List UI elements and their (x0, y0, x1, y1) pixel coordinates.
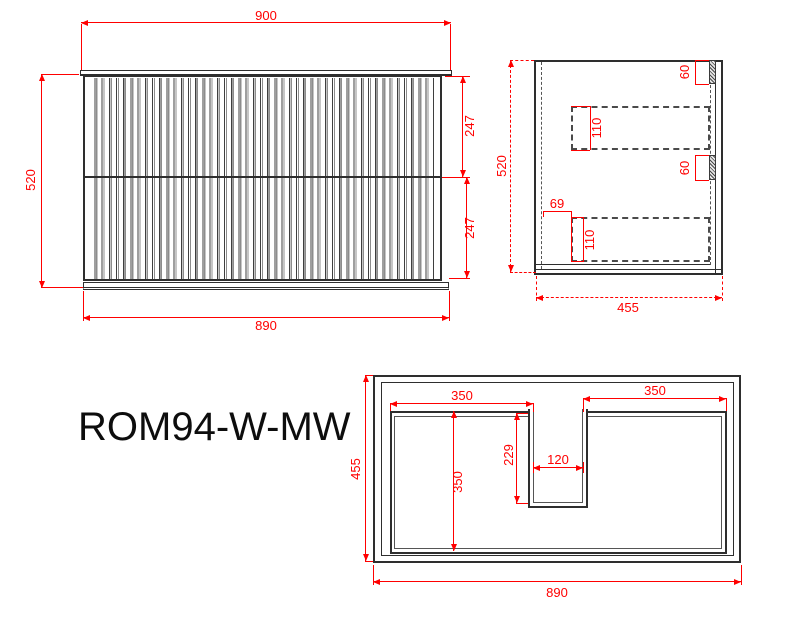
plan-notch-outer (528, 409, 588, 508)
dim-ext (41, 74, 79, 75)
dim-side-110b-line (583, 217, 584, 262)
dim-ext (695, 84, 709, 85)
dim-front-900-line (81, 20, 451, 26)
dim-ext (571, 211, 572, 262)
front-flutes-texture (91, 78, 434, 279)
plan-notch-inner (533, 409, 583, 503)
side-drawer-lower-hidden (571, 217, 710, 262)
dim-ext (390, 403, 391, 411)
side-rail-lower (709, 155, 716, 180)
dim-side-520-label: 520 (494, 155, 509, 177)
dim-ext (726, 398, 727, 411)
side-bottom-edge (534, 273, 723, 275)
dim-plan-350L-line (390, 401, 533, 407)
dim-plan-350V-label: 350 (450, 471, 465, 493)
dim-ext (449, 291, 450, 321)
dim-side-110b-label: 110 (582, 229, 597, 251)
dim-ext (510, 60, 534, 61)
dim-ext (41, 287, 83, 288)
dim-side-455-line (536, 295, 722, 301)
model-code-label: ROM94-W-MW (78, 405, 351, 449)
dim-side-60b-line (695, 155, 696, 180)
dim-side-60a-line (695, 60, 696, 84)
dim-front-520-label: 520 (23, 169, 38, 191)
dim-ext (533, 462, 534, 473)
dim-front-247b-label: 247 (462, 217, 477, 239)
dim-plan-229-label: 229 (501, 444, 516, 466)
dim-plan-350L-label: 350 (451, 388, 473, 403)
side-rail-upper (709, 60, 716, 84)
dim-ext (83, 291, 84, 321)
dim-plan-455-line (363, 375, 369, 561)
dim-ext (516, 413, 528, 414)
dim-front-900-label: 900 (255, 8, 277, 23)
dim-ext (81, 24, 82, 70)
side-front-hidden-line (541, 62, 542, 269)
dim-ext (373, 565, 374, 585)
dim-plan-890-line (373, 579, 741, 585)
dim-plan-455-label: 455 (348, 458, 363, 480)
dim-side-110a-line (590, 106, 591, 150)
dim-ext (571, 217, 583, 218)
side-bottom-panel-line (536, 264, 710, 265)
dim-front-890-line (83, 315, 449, 321)
front-countertop (80, 70, 452, 76)
dim-front-247a-label: 247 (462, 115, 477, 137)
dim-plan-350R-line (583, 396, 726, 402)
dim-ext (365, 561, 373, 562)
dim-ext (536, 276, 537, 301)
dim-ext (533, 403, 534, 412)
dim-ext (583, 398, 584, 412)
dim-ext (449, 278, 470, 279)
dim-ext (543, 211, 544, 217)
dim-plan-120-label: 120 (547, 452, 569, 467)
dim-side-69-label: 69 (549, 196, 565, 211)
dim-side-60b-label: 60 (677, 160, 692, 176)
dim-front-247a-line (460, 76, 466, 177)
dim-ext (445, 76, 470, 77)
side-left-wall (534, 60, 536, 275)
dim-ext (695, 60, 709, 61)
dim-plan-120-line (533, 465, 583, 471)
dim-side-110a-label: 110 (589, 117, 604, 139)
dim-ext (571, 106, 590, 107)
dim-plan-229-line (514, 413, 520, 503)
dim-side-69-line (543, 211, 572, 212)
dim-ext (510, 272, 536, 273)
side-bottom-panel-line2 (534, 269, 722, 270)
side-top-edge (534, 60, 723, 62)
dim-ext (583, 462, 584, 473)
dim-ext (516, 503, 528, 504)
dim-side-60a-label: 60 (677, 64, 692, 80)
dim-side-455-label: 455 (617, 300, 639, 315)
dim-ext (695, 155, 709, 156)
dim-ext (365, 375, 373, 376)
dim-front-890-label: 890 (255, 318, 277, 333)
dim-plan-890-label: 890 (546, 585, 568, 600)
dim-ext (450, 24, 451, 70)
dim-ext (442, 177, 470, 178)
dim-plan-350R-label: 350 (644, 383, 666, 398)
dim-ext (741, 565, 742, 585)
dim-front-520-line (39, 74, 45, 288)
dim-ext (695, 180, 709, 181)
dim-ext (571, 261, 583, 262)
dim-ext (722, 276, 723, 301)
dim-ext (571, 150, 590, 151)
front-kickboard (83, 282, 449, 290)
dim-side-520-line (508, 60, 514, 272)
side-back-panel-outer (721, 60, 723, 275)
side-drawer-upper-hidden (571, 106, 710, 150)
front-drawer-divider (83, 176, 442, 178)
dim-front-247b-line (464, 177, 470, 278)
dim-plan-350V-line (451, 411, 457, 551)
